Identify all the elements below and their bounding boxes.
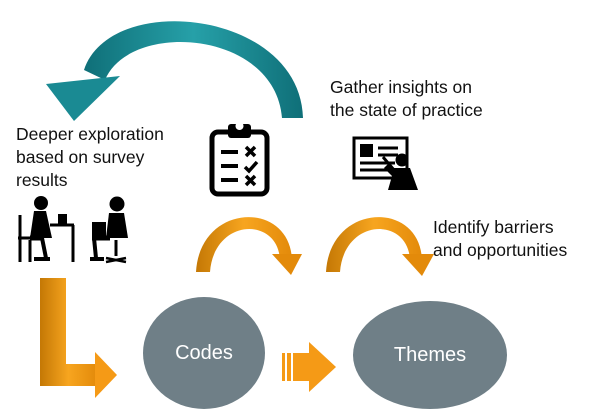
presenter-board-icon: [352, 136, 418, 190]
clipboard-checklist-icon: [209, 122, 270, 197]
codes-to-themes-arrow: [282, 342, 336, 392]
themes-node: [353, 301, 507, 409]
gather-insights-label: Gather insights on the state of practice: [330, 77, 483, 120]
orange-arc-arrow-right: [326, 217, 434, 276]
interview-people-icon: [18, 196, 128, 264]
orange-bent-arrow: [40, 278, 117, 398]
codes-node-label: Codes: [175, 342, 233, 364]
identify-barriers-label: Identify barriers and opportunities: [433, 217, 568, 260]
themes-node-label: Themes: [393, 344, 467, 366]
orange-arc-arrow-left: [196, 217, 302, 275]
codes-node: [143, 297, 265, 409]
deeper-exploration-label: Deeper exploration based on survey resul…: [16, 124, 164, 190]
feedback-loop-arrow: [46, 21, 303, 121]
